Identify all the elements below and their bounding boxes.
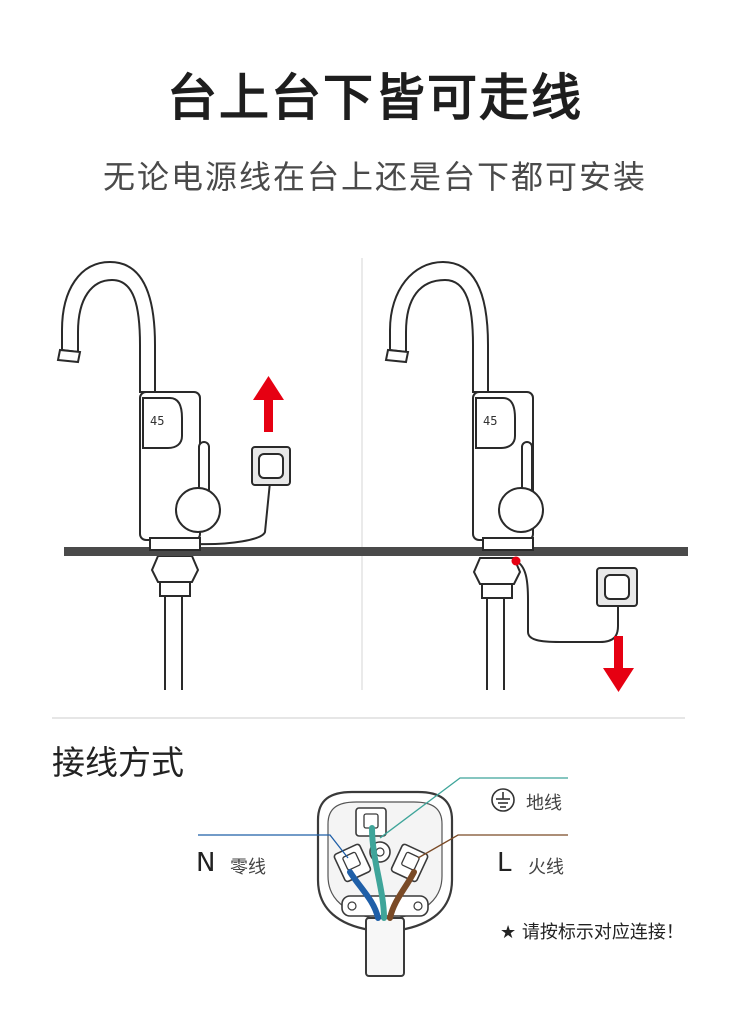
wiring-note: ★ 请按标示对应连接！ [500,922,684,943]
faucet-right [384,260,544,690]
display-reading-right: 45 [483,414,497,428]
plug-diagram [316,790,454,977]
page-subtitle: 无论电源线在台上还是台下都可安装 [102,158,647,196]
faucet-left [56,260,221,690]
earth-label: 地线 [526,793,562,814]
live-letter: L [497,848,512,878]
earth-symbol-icon [491,788,515,812]
earth-leader-line [379,777,568,839]
wiring-section-title: 接线方式 [52,743,184,782]
live-wire [387,869,417,921]
neutral-label: 零线 [230,857,266,878]
wall-socket-left [251,446,291,486]
live-leader-line [417,834,568,859]
neutral-leader-line [198,834,349,859]
cord-exit-dot-right [511,556,521,566]
page-title: 台上台下皆可走线 [167,69,583,127]
display-reading-left: 45 [150,414,164,428]
countertop [64,547,688,556]
earth-wire [369,825,387,921]
neutral-letter: N [196,848,216,878]
wall-socket-right [596,567,638,607]
power-cord-left [195,481,271,546]
neutral-wire [347,869,381,921]
live-label: 火线 [528,857,564,878]
up-arrow-icon [253,376,284,432]
down-arrow-icon [603,636,634,692]
